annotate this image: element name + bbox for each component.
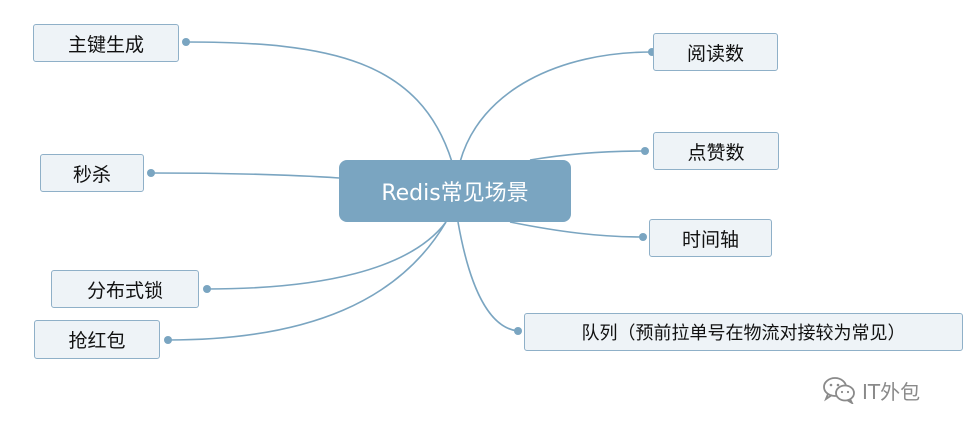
connector-primary-key [185,41,453,163]
branch-label: 点赞数 [687,141,745,164]
branch-label: 抢红包 [68,330,126,352]
connector-read-count [459,51,653,163]
branch-like-count[interactable]: 点赞数 [653,132,779,170]
wechat-icon [823,377,855,404]
branch-dist-lock[interactable]: 分布式锁 [51,270,199,308]
watermark-text: IT外包 [862,379,921,404]
branch-label: 秒杀 [72,163,111,186]
branch-queue[interactable]: 队列（预前拉单号在物流对接较为常见） [524,313,963,351]
connector-red-packet [167,221,447,341]
dot-flash-sale [147,169,155,177]
dot-queue [514,327,522,335]
connector-dist-lock [206,221,447,290]
branch-label: 队列（预前拉单号在物流对接较为常见） [581,323,906,344]
connector-queue [457,221,519,332]
branch-label: 分布式锁 [86,279,163,302]
branch-red-packet[interactable]: 抢红包 [34,320,160,359]
dot-like-count [641,147,649,155]
branch-primary-key[interactable]: 主键生成 [33,24,179,62]
branch-label: 主键生成 [67,33,144,56]
dot-timeline [639,233,647,241]
connector-flash-sale [150,172,340,179]
branch-read-count[interactable]: 阅读数 [653,33,778,71]
branch-label: 时间轴 [681,228,739,251]
connector-timeline [509,221,644,238]
watermark: IT外包 [822,372,920,408]
center-topic[interactable]: Redis常见场景 [339,160,571,222]
connector-like-count [529,150,646,161]
center-topic-label: Redis常见场景 [381,181,529,206]
dot-primary-key [182,38,190,46]
branch-flash-sale[interactable]: 秒杀 [40,154,144,192]
branch-label: 阅读数 [686,42,744,65]
dot-red-packet [164,336,172,344]
dot-dist-lock [203,285,211,293]
branch-timeline[interactable]: 时间轴 [649,219,772,257]
